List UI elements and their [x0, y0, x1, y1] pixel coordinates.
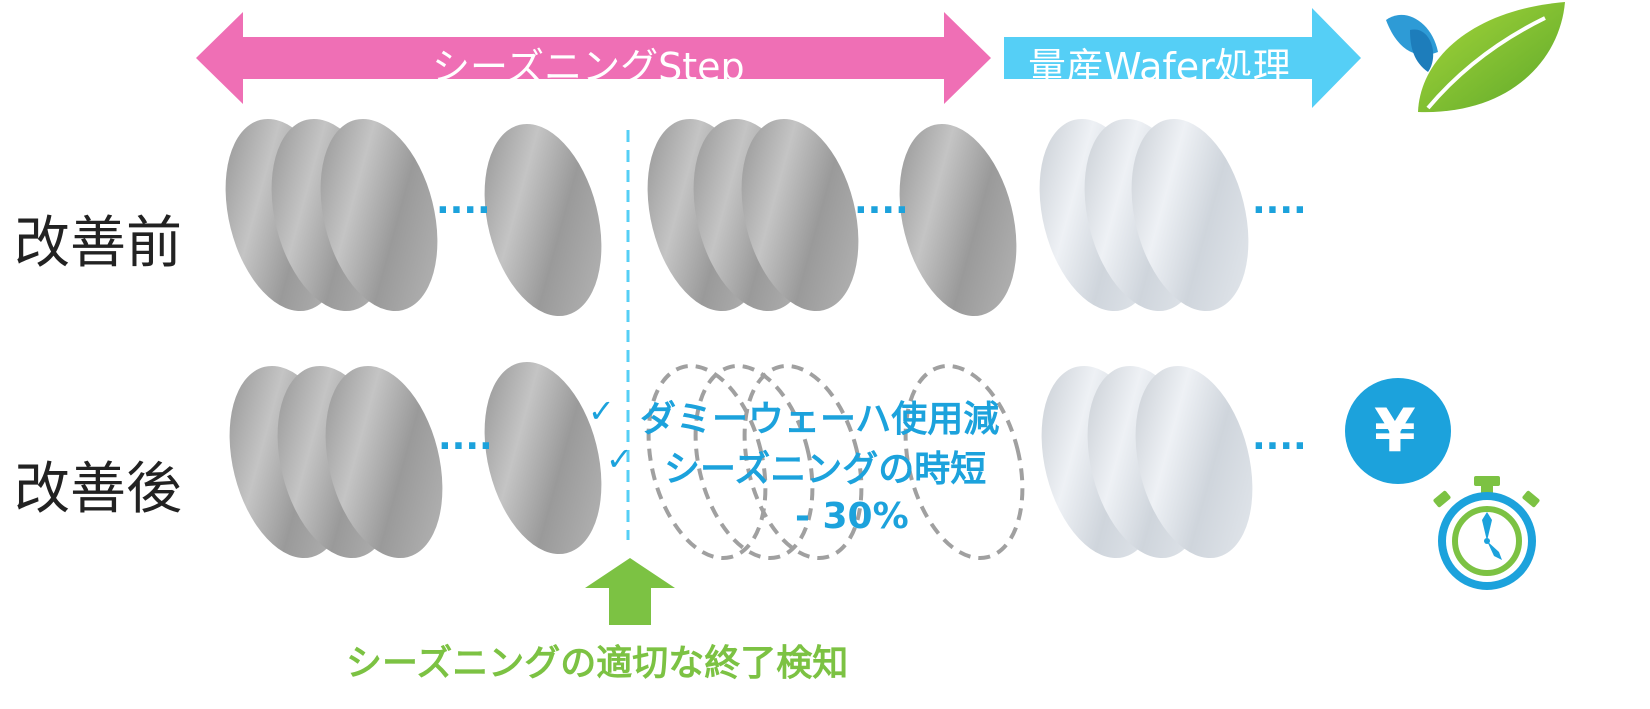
ellipsis-before-3: ····: [1252, 190, 1307, 231]
seasoning-step-label: シーズニングStep: [432, 45, 745, 89]
dummy-wafer: [741, 118, 859, 312]
dummy-wafer: [320, 118, 438, 312]
after-row-wafers: [229, 361, 1253, 561]
check-mark-2: ✓: [606, 440, 633, 478]
dummy-wafer: [484, 123, 602, 317]
reduction-percentage: - 30%: [795, 496, 909, 537]
check-mark-1: ✓: [588, 392, 615, 430]
mass-production-arrow: [1004, 8, 1361, 108]
ellipsis-before-1: ····: [436, 190, 491, 231]
before-row-wafers: [225, 118, 1249, 317]
ellipsis-after-2: ····: [1252, 426, 1307, 467]
removed-wafer-outline: [903, 363, 1025, 561]
end-detection-caption: シーズニングの適切な終了検知: [346, 643, 849, 684]
removed-wafer-outline: [646, 363, 768, 561]
benefit-dummy-wafer-reduction: ダミーウェーハ使用減: [640, 399, 1000, 440]
removed-wafer-outline: [693, 363, 815, 561]
yen-symbol: ¥: [1374, 396, 1416, 466]
dummy-wafer: [325, 365, 443, 559]
removed-wafer-outline: [742, 363, 864, 561]
row-label-before: 改善前: [14, 211, 182, 276]
row-label-after: 改善後: [14, 457, 182, 522]
ellipsis-before-2: ····: [854, 190, 909, 231]
production-wafer: [1131, 118, 1249, 312]
leaf-icon: [1386, 2, 1565, 113]
production-wafer: [1135, 365, 1253, 559]
dummy-wafer: [899, 123, 1017, 317]
removed-wafers: [646, 363, 1025, 561]
stopwatch-icon: [1433, 476, 1540, 590]
green-up-arrow: [585, 558, 675, 625]
benefit-seasoning-time-reduction: シーズニングの時短: [664, 449, 987, 490]
seasoning-step-arrow: [196, 12, 991, 104]
ellipsis-after-1: ····: [438, 426, 493, 467]
dummy-wafer: [484, 361, 602, 555]
yen-icon: [1345, 378, 1451, 484]
mass-production-label: 量産Wafer処理: [1028, 45, 1291, 89]
